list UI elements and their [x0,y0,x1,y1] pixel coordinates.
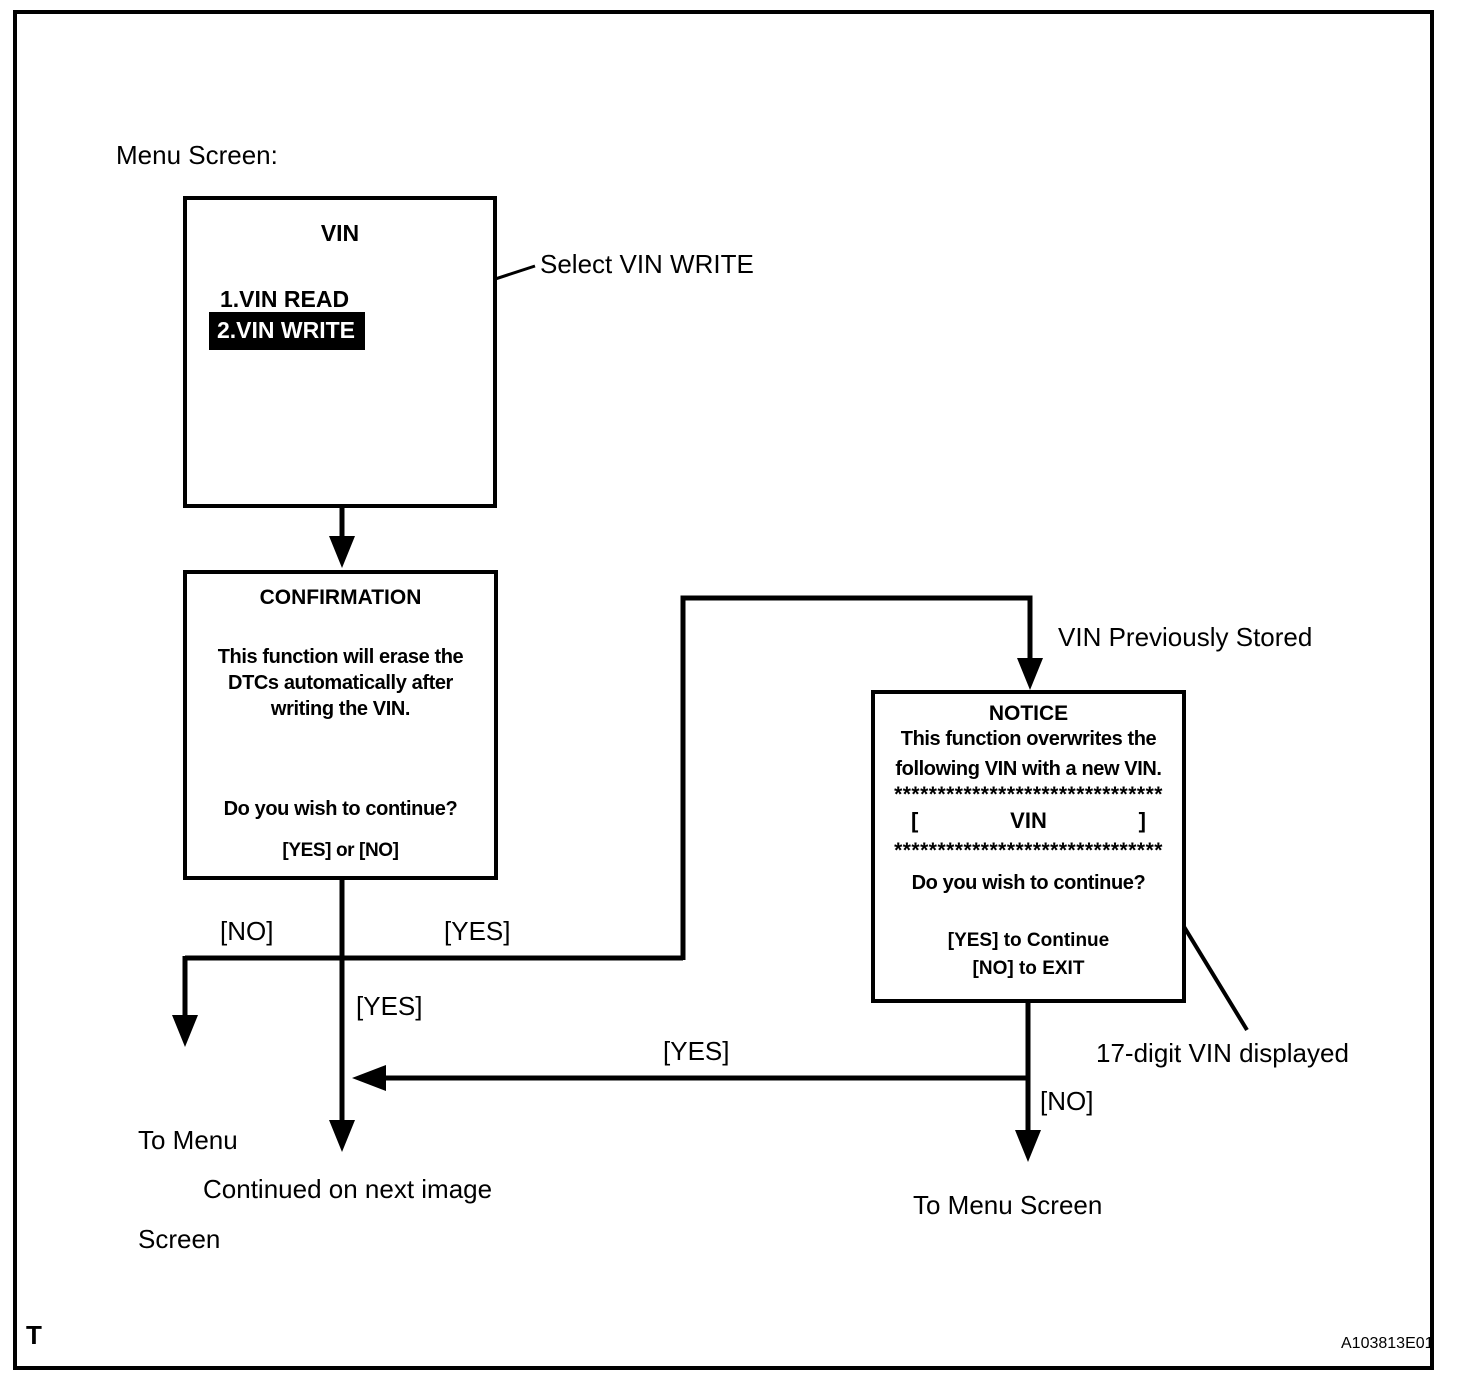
vin-displayed-annotation: 17-digit VIN displayed [1096,1038,1349,1068]
confirmation-body-line-1: This function will erase the [217,646,464,668]
to-menu-left-line-2: Screen [138,1224,221,1254]
confirmation-body-line-2: DTCs automatically after [228,672,453,694]
notice-box: NOTICE This function overwrites the foll… [871,690,1186,1003]
to-menu-screen-right-label: To Menu Screen [913,1190,1103,1220]
confirmation-no-label: [NO] [220,916,274,946]
confirmation-body-line-3: writing the VIN. [270,698,411,720]
vin-field-close-bracket: ] [1138,808,1146,833]
confirmation-box: CONFIRMATION This function will erase th… [183,570,498,880]
page-border [13,10,1434,1370]
separator-row-bottom: ******************************* [894,842,1163,860]
vin-menu-box: VIN 1.VIN READ 2.VIN WRITE [183,196,497,508]
notice-yes-instruction: [YES] to Continue [947,930,1110,951]
corner-mark: T [26,1320,42,1350]
to-menu-left-line-1: To Menu [138,1125,238,1155]
vin-menu-title: VIN [320,220,360,246]
notice-question: Do you wish to continue? [911,872,1146,894]
select-vin-write-annotation: Select VIN WRITE [540,249,754,279]
separator-row-top: ******************************* [894,786,1163,804]
vin-field-row: [ VIN ] [875,808,1182,834]
notice-body-line-1: This function overwrites the [900,728,1157,750]
confirmation-title: CONFIRMATION [259,586,422,609]
menu-item-vin-read: 1.VIN READ [220,286,350,312]
confirmation-options: [YES] or [NO] [282,840,399,861]
figure-id: A103813E01 [1341,1335,1434,1352]
confirmation-yes-down-label: [YES] [356,991,423,1021]
notice-body-line-2: following VIN with a new VIN. [895,758,1162,780]
confirmation-yes-right-label: [YES] [444,916,511,946]
vin-field-label: VIN [1010,808,1047,833]
menu-screen-heading: Menu Screen: [116,140,278,170]
vin-previously-stored-annotation: VIN Previously Stored [1058,622,1313,652]
confirmation-body: This function will erase the DTCs automa… [187,644,494,722]
confirmation-question: Do you wish to continue? [223,798,458,820]
notice-no-label: [NO] [1040,1086,1094,1116]
menu-item-vin-write-selected: 2.VIN WRITE [209,312,366,350]
notice-no-instruction: [NO] to EXIT [972,958,1085,979]
to-menu-screen-left-label: To Menu Screen [138,1058,238,1289]
continued-on-next-image-label: Continued on next image [203,1174,493,1204]
notice-yes-label: [YES] [663,1036,730,1066]
vin-field-open-bracket: [ [911,808,919,833]
notice-title: NOTICE [988,702,1069,725]
